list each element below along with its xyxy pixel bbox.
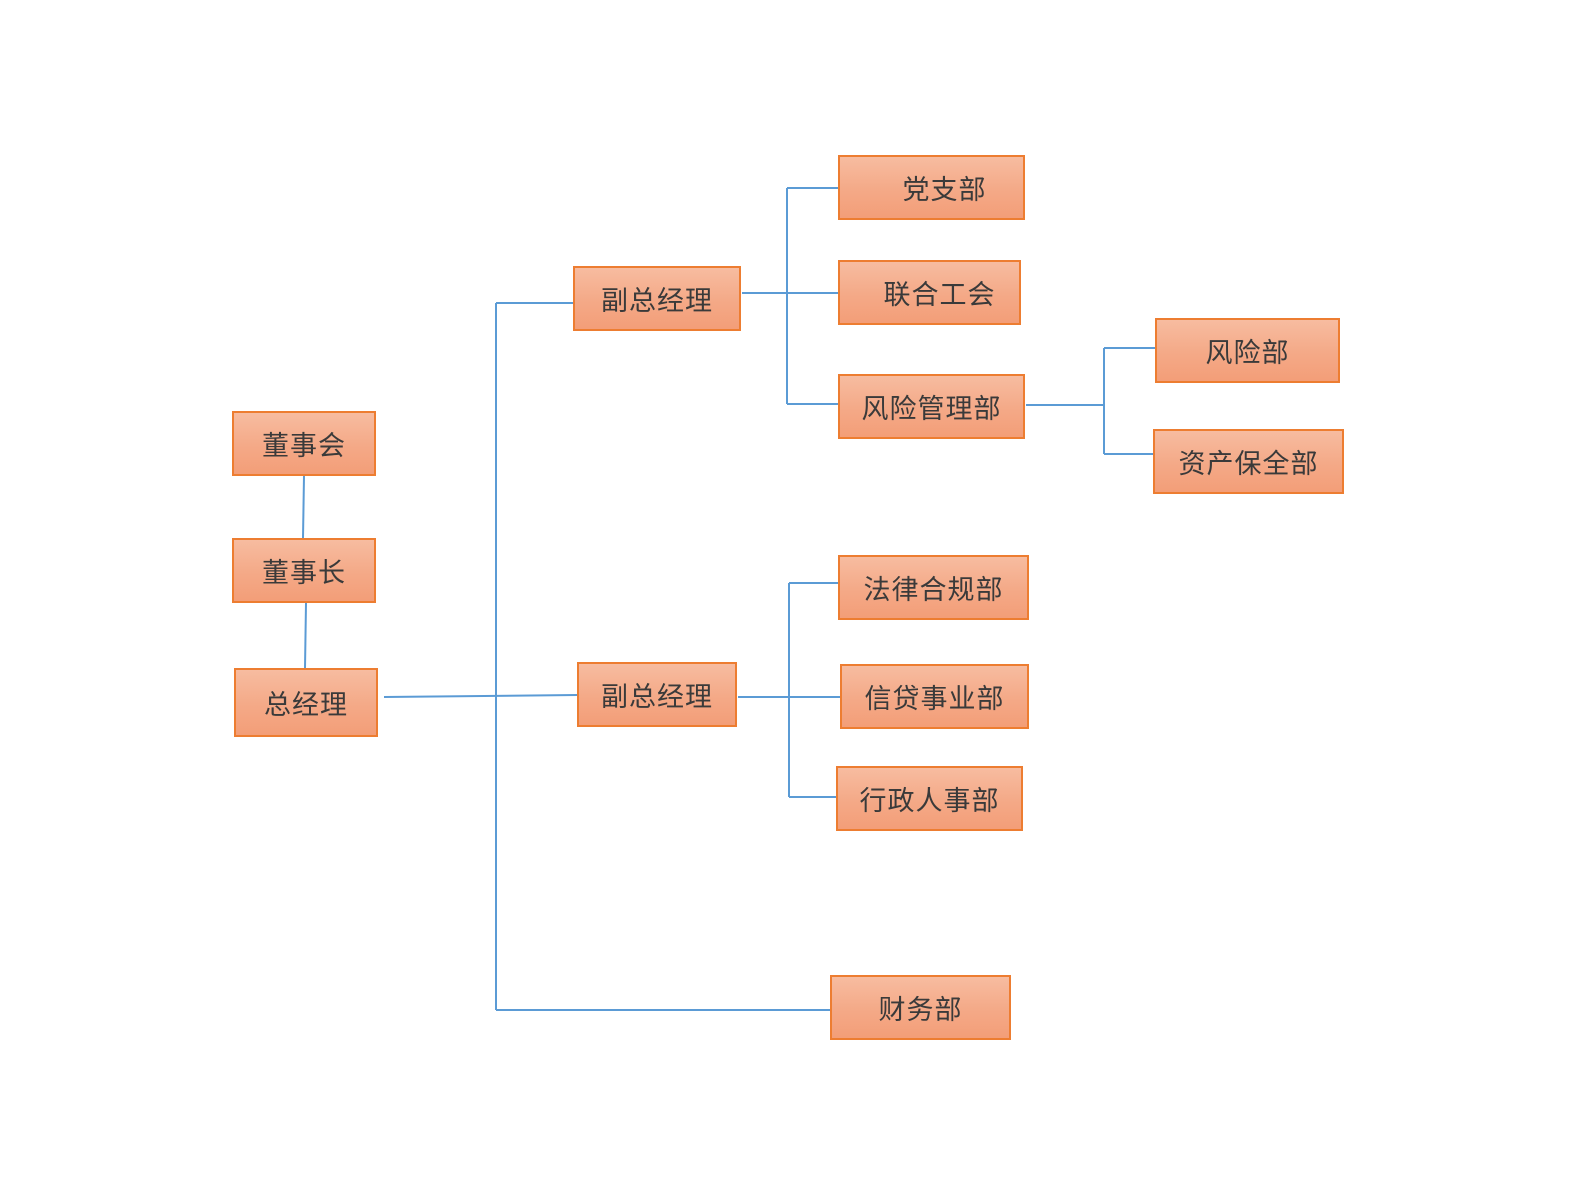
node-union: 联合工会 — [838, 260, 1021, 325]
connector-gm-vice2 — [383, 694, 578, 698]
node-finance-label: 财务部 — [878, 995, 963, 1026]
node-legal-compliance-label: 法律合规部 — [863, 575, 1004, 606]
node-asset-preservation: 资产保全部 — [1153, 429, 1344, 494]
node-asset-preservation-label: 资产保全部 — [1178, 449, 1319, 480]
node-union-label: 联合工会 — [883, 280, 996, 311]
node-risk-dept: 风险部 — [1155, 318, 1340, 383]
connector-chairman-gm — [304, 602, 307, 669]
node-credit-business: 信贷事业部 — [840, 664, 1029, 729]
node-party-branch-label: 党支部 — [902, 175, 987, 206]
node-vice-manager-2-label: 副总经理 — [601, 682, 713, 713]
connector-board-chairman — [302, 475, 305, 539]
node-general-manager: 总经理 — [234, 668, 378, 737]
node-credit-business-label: 信贷事业部 — [864, 684, 1005, 715]
node-vice-manager-1-label: 副总经理 — [601, 286, 713, 317]
node-board-label: 董事会 — [262, 431, 346, 462]
node-legal-compliance: 法律合规部 — [838, 555, 1029, 620]
node-board: 董事会 — [232, 411, 376, 476]
node-vice-manager-2: 副总经理 — [577, 662, 737, 727]
node-admin-hr-label: 行政人事部 — [859, 786, 1000, 817]
node-vice-manager-1: 副总经理 — [573, 266, 741, 331]
node-risk-management: 风险管理部 — [838, 374, 1025, 439]
node-risk-dept-label: 风险部 — [1205, 338, 1290, 369]
node-admin-hr: 行政人事部 — [836, 766, 1023, 831]
node-party-branch: 党支部 — [838, 155, 1025, 220]
node-chairman: 董事长 — [232, 538, 376, 603]
node-risk-management-label: 风险管理部 — [861, 394, 1002, 425]
node-chairman-label: 董事长 — [262, 558, 346, 589]
node-finance: 财务部 — [830, 975, 1011, 1040]
node-general-manager-label: 总经理 — [264, 690, 348, 721]
